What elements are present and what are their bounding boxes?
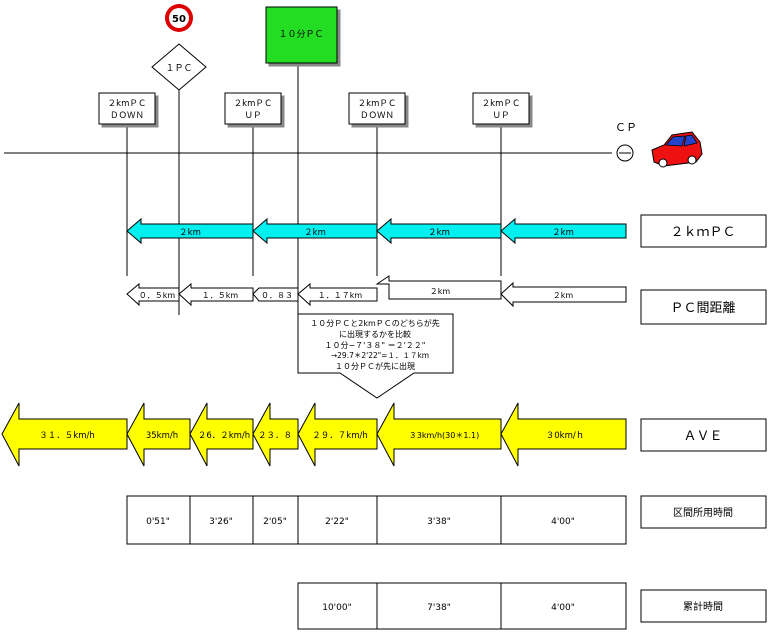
row-label-box [640, 589, 767, 623]
distance-arrow-label: ２km [553, 291, 574, 300]
note-callout-shape [297, 313, 454, 399]
cyan-arrow [500, 217, 627, 245]
section-time-cell: 3'38" [427, 517, 451, 527]
marker-line1: ２kmＰＣ [234, 99, 273, 109]
pc-1-diamond [151, 43, 207, 91]
distance-arrow [297, 282, 378, 307]
row-label-box [640, 495, 767, 529]
distance-arrow-label: ０．５km [139, 291, 176, 300]
cumulative-time-cell: 4'00" [551, 603, 575, 613]
section-time-cell: 0'51" [146, 517, 170, 527]
ave-arrow-label: ２９．７km/h [312, 431, 367, 441]
pc-10min-box [265, 6, 338, 64]
ave-arrow [500, 402, 627, 467]
note-callout: １０分ＰＣと2kmＰＣのどちらが先 に出現するかを比較 １０分−７'３８" ＝２… [297, 313, 454, 399]
cp-marker: ＣＰ [615, 121, 637, 162]
section-time-table: 0'51" 3'26" 2'05" 2'22" 3'38" 4'00" [126, 495, 627, 545]
row-label-2kmpc: ２ｋｍＰＣ [670, 225, 735, 240]
cumulative-time-cell: 7'38" [427, 603, 451, 613]
distance-arrow-label: ２km [430, 287, 451, 296]
distance-arrow-label: ０．８３ [261, 291, 293, 300]
ave-arrow-label: ３0km/ｈ [546, 430, 584, 441]
car-wheel-rear [687, 155, 697, 165]
marker-line2: ＤＯＷＮ [110, 111, 144, 121]
distance-arrow [375, 275, 502, 300]
pc-guide-lines [126, 63, 502, 315]
car-rear-window [683, 134, 698, 147]
pc-1-marker: １ＰＣ [151, 43, 207, 91]
distance-arrow-label: １．１７km [318, 291, 363, 300]
row-label-box [640, 214, 767, 248]
car-wheel-front [658, 158, 668, 168]
section-time-cell: 4'00" [551, 517, 575, 527]
row-2kmpc-arrows: ２km ２km ２km ２km [126, 217, 627, 245]
pc-markers: ２kmＰＣ ＤＯＷＮ ２kmＰＣ ＵＰ ２kmＰＣ ＤＯＷＮ ２kmＰＣ ＵＰ [98, 92, 530, 125]
marker-2kmpc-up-2: ２kmＰＣ ＵＰ [472, 92, 530, 125]
speed-sign-face [169, 8, 189, 28]
marker-box [472, 92, 530, 125]
note-line: →29.7＊2'22"=１．１７km [331, 351, 429, 360]
section-time-cell: 2'05" [263, 517, 287, 527]
note-line: に出現するかを比較 [339, 329, 411, 339]
cumulative-time-border [297, 582, 627, 630]
speed-sign-value: 50 [172, 14, 186, 25]
cyan-arrow-label: ２km [304, 228, 326, 238]
note-line: １０分−７'３８" ＝２'２２" [324, 341, 425, 350]
marker-box [98, 92, 156, 125]
ave-arrow-label: ２6．２km/h [198, 431, 250, 441]
cumulative-time-table: 10'00" 7'38" 4'00" [297, 582, 627, 630]
pc-1-label: １ＰＣ [165, 64, 192, 74]
row-pc-distance-arrows: ０．５km １．５km ０．８３ １．１７km ２km ２km [126, 275, 627, 308]
ave-arrow-label: 35km/h [146, 431, 178, 441]
row-label-box [640, 418, 767, 452]
row-ave-arrows: ３１．５km/h 35km/h ２6．２km/h ２３．８ ２９．７km/h ３… [1, 402, 627, 467]
note-line: １０分ＰＣが先に出現 [335, 361, 415, 371]
marker-2kmpc-down-2: ２kmＰＣ ＤＯＷＮ [348, 92, 406, 125]
row-label-cumulative-time: 累計時間 [683, 600, 723, 613]
marker-line2: ＵＰ [492, 111, 509, 121]
ave-arrow-label: ３１．５km/h [39, 431, 94, 441]
row-label-box [640, 289, 767, 325]
distance-arrow-label: １．５km [202, 291, 239, 300]
ave-arrow-label: ３3km/h(30＊1.1) [409, 431, 479, 440]
row-label-section-time: 区間所用時間 [673, 507, 733, 519]
row-label-ave: ＡＶＥ [683, 429, 722, 444]
cp-label: ＣＰ [615, 121, 637, 134]
cumulative-time-cell: 10'00" [322, 603, 352, 613]
marker-line1: ２kmＰＣ [358, 99, 397, 109]
section-time-cell: 2'22" [325, 517, 349, 527]
cyan-arrow-label: ２km [428, 228, 450, 238]
car-windshield [665, 135, 686, 147]
ave-arrow-label: ２３．８ [258, 431, 292, 441]
marker-line1: ２kmＰＣ [482, 99, 521, 109]
marker-2kmpc-down-1: ２kmＰＣ ＤＯＷＮ [98, 92, 156, 125]
pc-10min-marker: １０分ＰＣ [265, 6, 338, 64]
note-line: １０分ＰＣと2kmＰＣのどちらが先 [310, 318, 440, 328]
section-time-cell: 3'26" [209, 517, 233, 527]
marker-line2: ＵＰ [244, 111, 261, 121]
cyan-arrow-label: ２km [179, 228, 201, 238]
marker-box [348, 92, 406, 125]
row-label-pc-distance: ＰＣ間距離 [670, 301, 735, 316]
row-labels: ２ｋｍＰＣ ＰＣ間距離 ＡＶＥ 区間所用時間 累計時間 [640, 214, 767, 623]
distance-arrow [500, 281, 627, 308]
car-icon [651, 131, 703, 168]
marker-2kmpc-up-1: ２kmＰＣ ＵＰ [224, 92, 282, 125]
marker-box [224, 92, 282, 125]
marker-line1: ２kmＰＣ [108, 99, 147, 109]
cyan-arrow-label: ２km [552, 228, 574, 238]
speed-limit-sign: 50 [165, 4, 193, 32]
marker-line2: ＤＯＷＮ [360, 111, 394, 121]
pc-10min-label: １０分ＰＣ [278, 29, 323, 40]
